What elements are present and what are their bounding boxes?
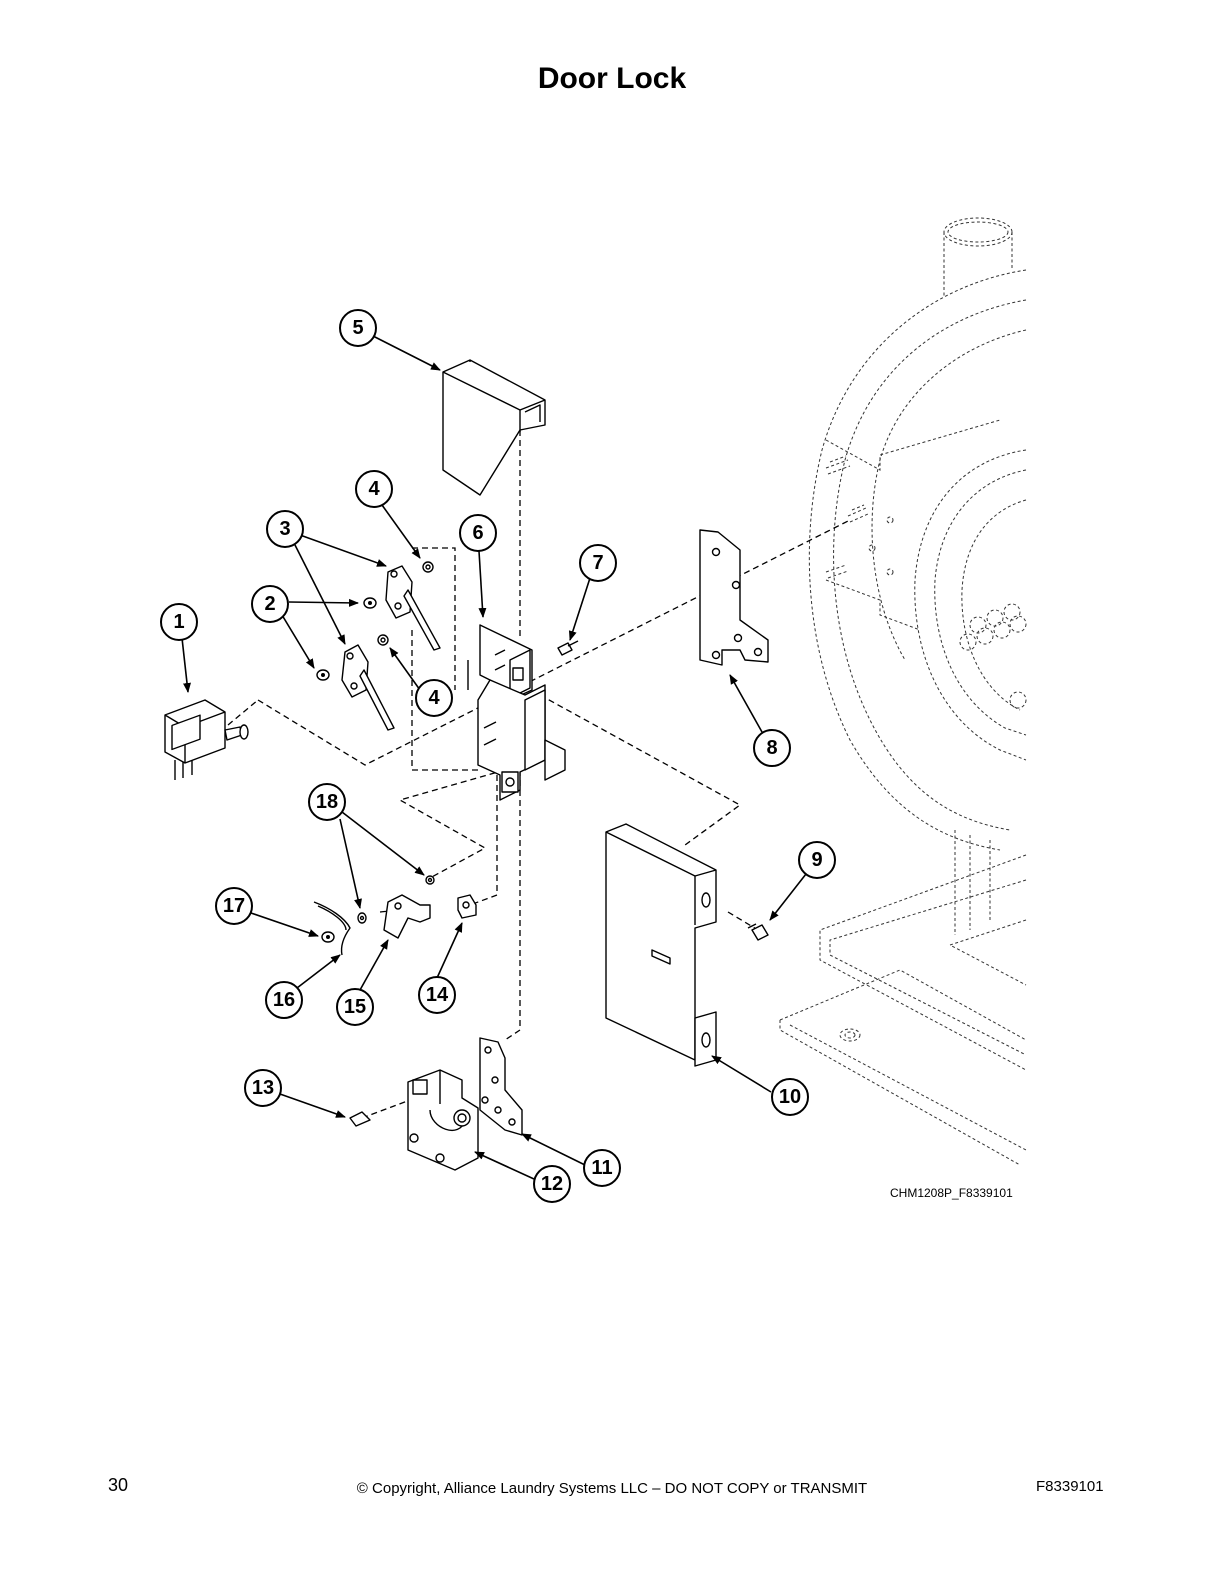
part-15-latch [383,894,431,939]
callout-7: 7 [579,544,617,582]
part-2-screws [316,597,377,681]
part-5-cover [442,359,546,496]
callout-6: 6 [459,514,497,552]
svg-text:15: 15 [344,996,366,1018]
part-14-clip [457,894,477,919]
part-8-plate [699,529,769,666]
part-3-switch-upper [385,565,441,651]
callout-13: 13 [244,1069,282,1107]
part-12-lock-housing [407,1069,479,1171]
page-number: 30 [108,1475,129,1495]
part-13-screw [349,1111,371,1127]
part-4-spacers [377,561,434,646]
callout-12: 12 [533,1165,571,1203]
part-7-screw [557,640,579,656]
part-17-screw [321,931,335,943]
svg-text:18: 18 [316,791,338,813]
svg-text:3: 3 [279,518,290,540]
callout-10: 10 [771,1078,809,1116]
callout-18: 18 [308,783,346,821]
figure-id: CHM1208P_F8339101 [890,1186,1013,1200]
callout-3: 3 [266,510,304,548]
assembly-lines [227,430,851,1119]
svg-text:13: 13 [252,1077,274,1099]
svg-text:12: 12 [541,1173,563,1195]
part-16-spring [313,901,351,956]
svg-text:2: 2 [264,593,275,615]
document-number: F8339101 [1036,1478,1104,1495]
part-10-cover-box [605,823,717,1067]
svg-text:1: 1 [173,611,184,633]
svg-text:11: 11 [591,1157,612,1179]
callout-1: 1 [160,603,198,641]
svg-text:6: 6 [472,522,483,544]
callout-14: 14 [418,976,456,1014]
part-11-plate [479,1037,523,1136]
callout-4-lower: 4 [415,679,453,717]
callout-16: 16 [265,981,303,1019]
callout-8: 8 [753,729,791,767]
page-title: Door Lock [537,62,687,95]
svg-text:4: 4 [428,687,440,709]
callout-4-upper: 4 [355,470,393,508]
callout-15: 15 [336,988,374,1026]
copyright-notice: © Copyright, Alliance Laundry Systems LL… [356,1480,868,1497]
part-18-washers [357,875,435,924]
svg-text:5: 5 [352,317,363,339]
svg-text:7: 7 [592,552,603,574]
callout-2: 2 [251,585,289,623]
part-3-switch-lower [341,644,395,731]
callout-5: 5 [339,309,377,347]
callout-9: 9 [798,841,836,879]
part-6-bracket [467,624,566,801]
callout-11: 11 [583,1149,621,1187]
svg-text:17: 17 [223,895,245,917]
callout-17: 17 [215,887,253,925]
svg-text:9: 9 [811,849,822,871]
machine-phantom-outline [779,217,1027,1166]
svg-text:8: 8 [766,737,777,759]
svg-text:10: 10 [779,1086,801,1108]
svg-text:14: 14 [426,984,449,1006]
part-1-solenoid [164,699,249,780]
leader-arrows [181,335,807,1180]
svg-text:4: 4 [368,478,380,500]
part-9-screw [747,923,769,941]
svg-text:16: 16 [273,989,295,1011]
